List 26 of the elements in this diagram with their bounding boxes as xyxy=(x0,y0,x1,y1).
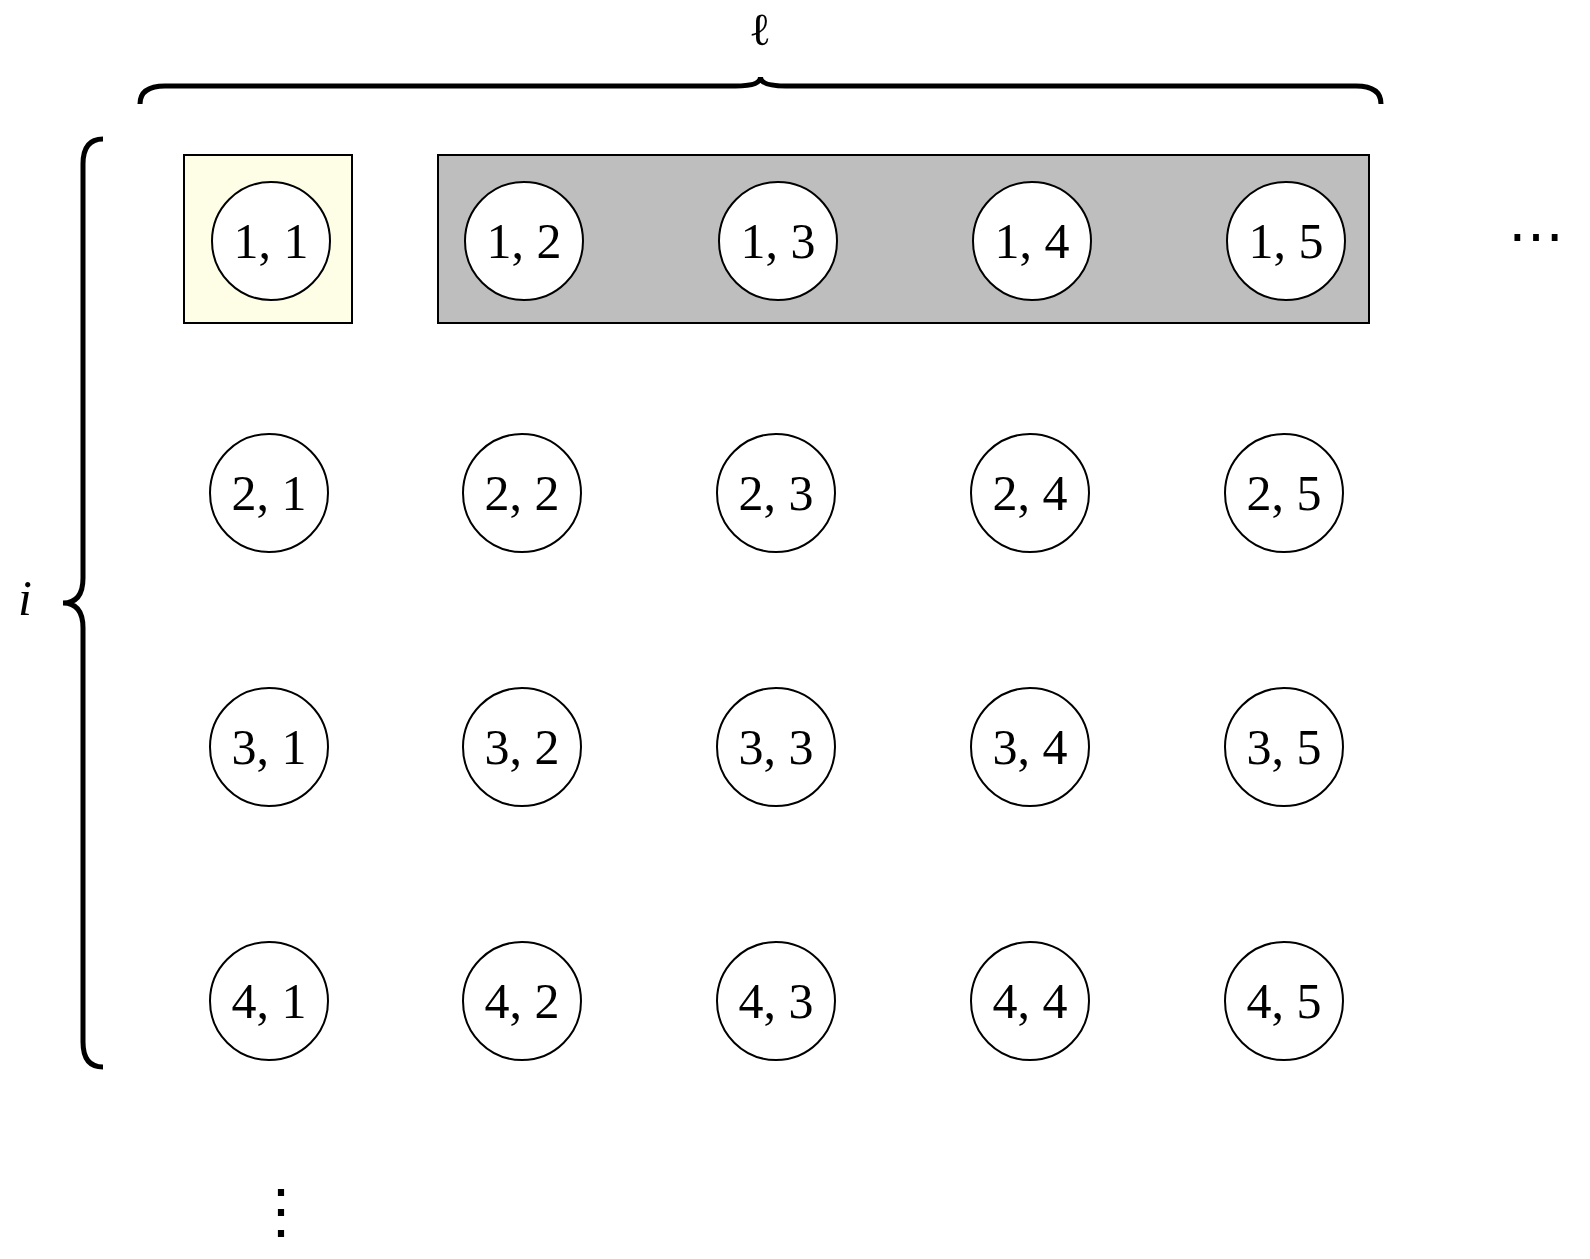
node-label: 4, 3 xyxy=(738,976,814,1026)
node-label: 2, 5 xyxy=(1246,468,1322,518)
node-label: 1, 1 xyxy=(233,216,309,266)
ellipsis: ⋮ xyxy=(251,1182,311,1242)
dimension-label: ℓ xyxy=(748,7,771,53)
highlight-box xyxy=(183,154,353,324)
ellipsis: ⋯ xyxy=(1508,208,1564,264)
node-label: 1, 4 xyxy=(994,216,1070,266)
node-label: 4, 4 xyxy=(992,976,1068,1026)
node-label: 1, 3 xyxy=(740,216,816,266)
node-label: 4, 2 xyxy=(484,976,560,1026)
node-label: 4, 5 xyxy=(1246,976,1322,1026)
node-label: 2, 3 xyxy=(738,468,814,518)
node-label: 1, 5 xyxy=(1248,216,1324,266)
node-label: 2, 1 xyxy=(231,468,307,518)
node-label: 3, 2 xyxy=(484,722,560,772)
group-box xyxy=(437,154,1370,324)
node-label: 3, 3 xyxy=(738,722,814,772)
node-label: 3, 1 xyxy=(231,722,307,772)
node-label: 3, 5 xyxy=(1246,722,1322,772)
node-label: 3, 4 xyxy=(992,722,1068,772)
node-label: 1, 2 xyxy=(486,216,562,266)
node-label: 4, 1 xyxy=(231,976,307,1026)
node-label: 2, 4 xyxy=(992,468,1068,518)
dimension-label: i xyxy=(18,573,32,623)
node-label: 2, 2 xyxy=(484,468,560,518)
